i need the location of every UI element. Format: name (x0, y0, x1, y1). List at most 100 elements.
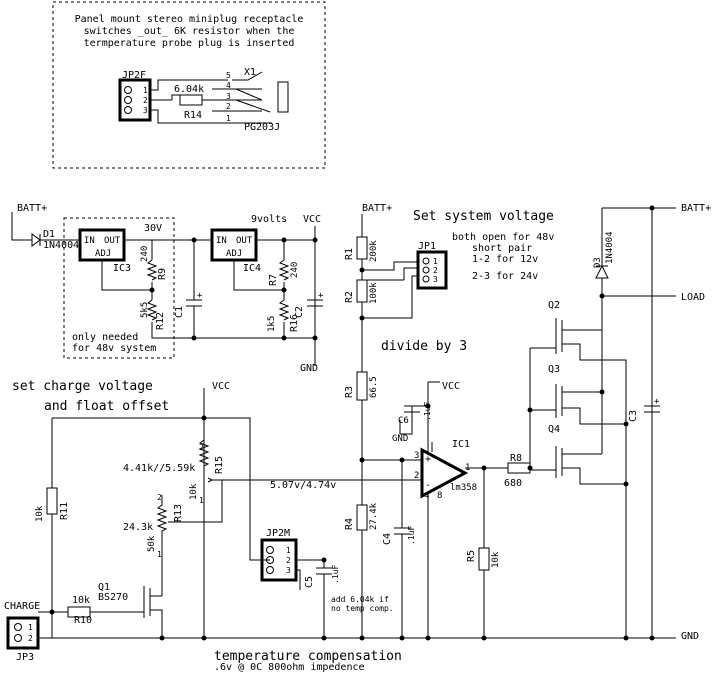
opamp-pin3: 3 (414, 451, 419, 461)
jp1-pin (422, 257, 430, 265)
jp1-pin-label: 1 (433, 257, 438, 266)
r4-resistor (356, 504, 368, 531)
charge-label: CHARGE (4, 601, 40, 612)
d3-label: D3 (593, 257, 603, 268)
r8-label: R8 (510, 453, 522, 464)
temp-comp-title: temperature compensation (214, 649, 402, 664)
r3-resistor (356, 371, 368, 401)
load-label: LOAD (681, 292, 705, 303)
ic4-adj: ADJ (226, 249, 242, 259)
c6-label: C6 (398, 416, 409, 426)
junction-dot (599, 389, 605, 395)
jp1-header (416, 250, 448, 290)
r13-value: 24.3k (123, 522, 153, 533)
jp3-pin (14, 623, 22, 631)
d1-label: D1 (43, 229, 55, 240)
junction-dot (359, 635, 365, 641)
c1-label: C1 (174, 306, 185, 318)
jp2m-label: JP2M (266, 528, 290, 539)
note-line-1: Panel mount stereo miniplug receptacle (75, 14, 304, 25)
r15-label: R15 (214, 456, 225, 474)
c1-plus: + (197, 291, 203, 301)
jack-body (277, 81, 289, 113)
c5-label: C5 (304, 576, 315, 588)
jp2f-pin3 (124, 106, 132, 114)
junction-dot (191, 237, 197, 243)
junction-dot (49, 609, 55, 615)
mosfet-bus-wires (529, 330, 627, 638)
jp2f-pin2 (124, 96, 132, 104)
junction-dot (623, 421, 629, 427)
r4-value: 27.4k (369, 502, 379, 530)
inset-wires (150, 79, 272, 124)
gnd-c6-label: GND (392, 434, 408, 444)
q2-label: Q2 (548, 300, 560, 311)
junction-dot (149, 287, 155, 293)
ic1-opamp (420, 447, 469, 499)
r13-pin1: 1 (157, 550, 162, 559)
jp1-note-2: short pair (472, 243, 532, 254)
jp1-label: JP1 (418, 241, 436, 252)
c2-plus: + (318, 291, 324, 301)
opamp-pin4: 4 (424, 491, 429, 501)
ic1-label: IC1 (452, 439, 470, 450)
jp1-pin-label: 3 (433, 275, 438, 284)
junction-dot (623, 481, 629, 487)
junction-dot (425, 403, 431, 409)
r5-value: 10k (491, 551, 501, 568)
r13-pin2: 2 (157, 493, 162, 502)
jp3-label: JP3 (16, 652, 34, 663)
jp3-header (6, 616, 40, 650)
jp1-pin (422, 275, 430, 283)
junction-dot (527, 465, 533, 471)
jp2m-pin (266, 566, 274, 574)
r16-label: R16 (289, 314, 300, 332)
c3-label: C3 (628, 410, 639, 422)
jack-pin-label: 1 (226, 114, 231, 123)
ref-voltage-label: 5.07v/4.74v (270, 480, 336, 491)
r15-wiper (207, 477, 222, 483)
opamp-plus: + (425, 454, 431, 465)
add-6k-note-2: no temp comp. (331, 604, 394, 613)
opamp-pin2: 2 (414, 471, 419, 481)
r9-label: R9 (157, 268, 168, 280)
junction-dot (281, 287, 287, 293)
ic3-adj: ADJ (95, 249, 111, 259)
x1-label: X1 (244, 67, 256, 78)
r7-label: R7 (268, 274, 279, 286)
junction-dot (649, 205, 655, 211)
r10-value: 10k (72, 595, 90, 606)
ic3-out: OUT (104, 236, 121, 246)
charge-vcc-wires (52, 388, 270, 638)
vcc-opamp-label: VCC (442, 381, 460, 392)
batt-divider-label: BATT+ (362, 203, 392, 214)
jp2f-pin-label: 3 (143, 106, 148, 115)
ic4-label: IC4 (243, 263, 261, 274)
r5-label: R5 (466, 550, 477, 562)
c4-value: .1uF (407, 526, 416, 545)
jp2f-pin-label: 2 (143, 96, 148, 105)
r2-label: R2 (344, 291, 355, 303)
jp1-note-1: both open for 48v (452, 232, 554, 243)
jp2m-pin (266, 556, 274, 564)
junction-dot (321, 557, 327, 563)
q1-part: BS270 (98, 592, 128, 603)
junction-dot (399, 635, 405, 641)
q1-label: Q1 (98, 582, 110, 593)
opamp-minus: - (425, 480, 431, 491)
r13-label: R13 (173, 504, 184, 522)
junction-dot (599, 293, 605, 299)
q3-mosfet: Q3 (530, 364, 602, 418)
jack-pin-label: 3 (226, 92, 231, 101)
ic3-label: IC3 (113, 263, 131, 274)
add-6k-note-1: add 6.04k if (331, 595, 389, 604)
note-line-2: switches _out_ 6K resistor when the (84, 26, 295, 37)
charge-title-1: set charge voltage (12, 379, 153, 394)
c6-value: .1uF (423, 402, 432, 421)
c5-value: .1uF (331, 565, 340, 584)
junction-dot (399, 457, 405, 463)
jp2m-pin-label: 2 (286, 556, 291, 565)
d3-diode (595, 264, 609, 279)
ic4-in: IN (216, 236, 227, 246)
